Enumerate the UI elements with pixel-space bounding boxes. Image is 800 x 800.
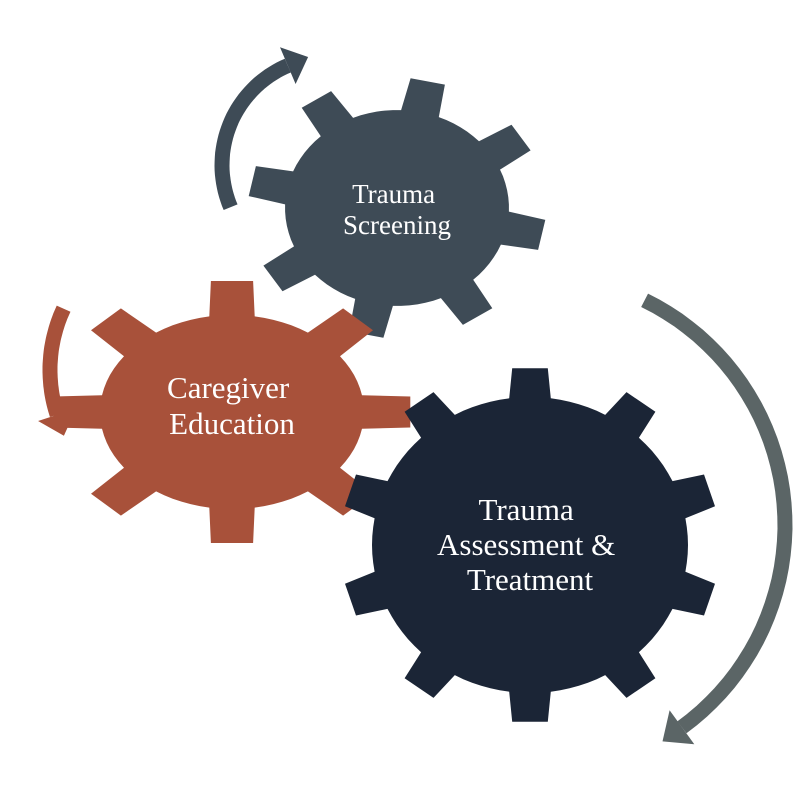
arrow-screening-shaft — [214, 58, 291, 211]
gear-caregiver-education-line1: Caregiver — [167, 370, 290, 405]
gear-trauma-assessment-treatment-shape — [345, 368, 715, 722]
gear-trauma-screening-line2: Screening — [343, 210, 451, 240]
gear-caregiver-education-shape — [53, 281, 411, 543]
arrow-screening-head — [280, 47, 309, 84]
gear-trauma-assessment-treatment-line3: Treatment — [467, 562, 594, 597]
arrow-assessment-shaft — [641, 293, 793, 734]
gear-trauma-assessment-treatment-label: Trauma Assessment & Treatment — [437, 492, 623, 597]
gear-trauma-assessment-treatment: Trauma Assessment & Treatment — [345, 368, 715, 722]
gear-trauma-assessment-treatment-line1: Trauma — [478, 492, 574, 527]
gear-caregiver-education: Caregiver Education — [53, 281, 411, 543]
gear-trauma-screening: Trauma Screening — [248, 78, 546, 338]
gear-trauma-screening-shape — [248, 78, 546, 338]
arrow-screening-cycle — [214, 47, 309, 211]
gear-trauma-screening-label: Trauma Screening — [343, 179, 451, 240]
gear-trauma-screening-line1: Trauma — [352, 179, 435, 209]
gear-trauma-assessment-treatment-line2: Assessment & — [437, 527, 615, 562]
gear-caregiver-education-line2: Education — [169, 406, 295, 441]
arrow-assessment-cycle — [641, 293, 793, 745]
gear-caregiver-education-label: Caregiver Education — [167, 370, 297, 441]
arrow-education-shaft — [42, 305, 71, 418]
arrow-assessment-head — [662, 710, 695, 745]
